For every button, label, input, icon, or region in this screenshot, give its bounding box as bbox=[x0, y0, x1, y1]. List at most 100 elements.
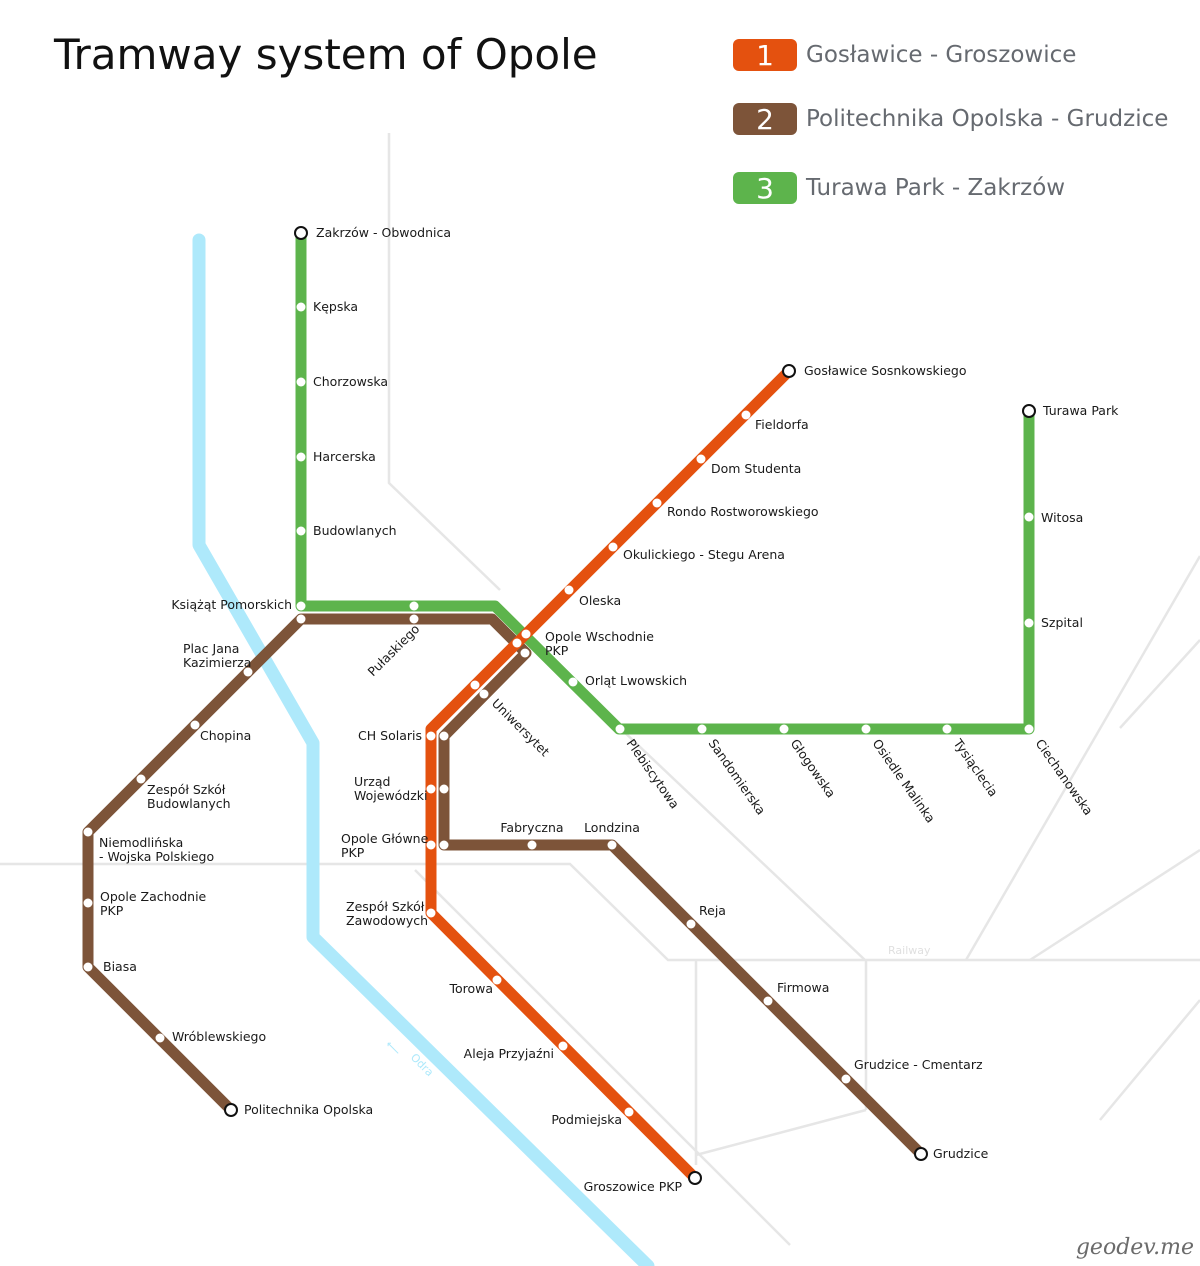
stop-label[interactable]: PKP bbox=[341, 845, 365, 860]
stop-marker[interactable] bbox=[426, 784, 436, 794]
stop-label[interactable]: Uniwersytet bbox=[489, 696, 553, 760]
stop-label[interactable]: Biasa bbox=[103, 959, 137, 974]
stop-label[interactable]: Chorzowska bbox=[313, 374, 388, 389]
stop-marker[interactable] bbox=[243, 667, 253, 677]
stop-marker[interactable] bbox=[296, 526, 306, 536]
stop-marker[interactable] bbox=[296, 377, 306, 387]
stop-label[interactable]: Londzina bbox=[584, 820, 640, 835]
stop-marker[interactable] bbox=[136, 774, 146, 784]
stop-label[interactable]: Zespół Szkół bbox=[147, 782, 226, 797]
stop-marker[interactable] bbox=[1024, 512, 1034, 522]
stop-label[interactable]: Budowlanych bbox=[313, 523, 397, 538]
stop-marker[interactable] bbox=[1024, 618, 1034, 628]
stop-label[interactable]: Ciechanowska bbox=[1033, 736, 1097, 818]
stop-label[interactable]: Harcerska bbox=[313, 449, 376, 464]
stop-label[interactable]: Zawodowych bbox=[346, 913, 428, 928]
stop-label[interactable]: Rondo Rostworowskiego bbox=[667, 504, 819, 519]
stop-label[interactable]: Chopina bbox=[200, 728, 251, 743]
stop-marker[interactable] bbox=[608, 542, 618, 552]
stop-label[interactable]: Oleska bbox=[579, 593, 621, 608]
stop-marker[interactable] bbox=[426, 731, 436, 741]
stop-marker[interactable] bbox=[1024, 724, 1034, 734]
stop-marker[interactable] bbox=[409, 614, 419, 624]
stop-label[interactable]: Fieldorfa bbox=[755, 417, 809, 432]
stop-marker[interactable] bbox=[426, 840, 436, 850]
stop-label[interactable]: Opole Zachodnie bbox=[100, 889, 207, 904]
stop-marker[interactable] bbox=[409, 601, 419, 611]
stop-label[interactable]: Książąt Pomorskich bbox=[171, 597, 292, 612]
stop-label[interactable]: Wróblewskiego bbox=[172, 1029, 266, 1044]
stop-label[interactable]: Plac Jana bbox=[183, 641, 239, 656]
stop-label[interactable]: PKP bbox=[545, 643, 569, 658]
stop-marker[interactable] bbox=[439, 840, 449, 850]
stop-marker[interactable] bbox=[439, 731, 449, 741]
stop-marker[interactable] bbox=[83, 898, 93, 908]
stop-marker[interactable] bbox=[190, 720, 200, 730]
stop-marker[interactable] bbox=[763, 996, 773, 1006]
stop-label[interactable]: Gosławice Sosnkowskiego bbox=[804, 363, 966, 378]
stop-marker[interactable] bbox=[741, 410, 751, 420]
stop-label[interactable]: Opole Wschodnie bbox=[545, 629, 654, 644]
stop-marker[interactable] bbox=[558, 1041, 568, 1051]
stop-label[interactable]: Podmiejska bbox=[551, 1112, 622, 1127]
terminus-marker[interactable] bbox=[294, 226, 308, 240]
stop-marker[interactable] bbox=[492, 975, 502, 985]
stop-marker[interactable] bbox=[841, 1074, 851, 1084]
stop-label[interactable]: - Wojska Polskiego bbox=[99, 849, 214, 864]
stop-marker[interactable] bbox=[83, 962, 93, 972]
terminus-marker[interactable] bbox=[914, 1147, 928, 1161]
stop-marker[interactable] bbox=[296, 601, 306, 611]
stop-marker[interactable] bbox=[696, 454, 706, 464]
stop-marker[interactable] bbox=[779, 724, 789, 734]
stop-label[interactable]: Grudzice bbox=[933, 1146, 989, 1161]
stop-marker[interactable] bbox=[861, 724, 871, 734]
stop-label[interactable]: Zakrzów - Obwodnica bbox=[316, 225, 451, 240]
stop-label[interactable]: Grudzice - Cmentarz bbox=[854, 1057, 983, 1072]
stop-label[interactable]: Fabryczna bbox=[500, 820, 563, 835]
stop-marker[interactable] bbox=[527, 840, 537, 850]
stop-marker[interactable] bbox=[520, 648, 530, 658]
stop-label[interactable]: Kępska bbox=[313, 299, 358, 314]
stop-label[interactable]: Reja bbox=[699, 903, 726, 918]
terminus-marker[interactable] bbox=[224, 1103, 238, 1117]
stop-label[interactable]: Torowa bbox=[448, 981, 493, 996]
stop-marker[interactable] bbox=[615, 724, 625, 734]
stop-marker[interactable] bbox=[564, 585, 574, 595]
stop-marker[interactable] bbox=[624, 1107, 634, 1117]
stop-marker[interactable] bbox=[296, 302, 306, 312]
stop-label[interactable]: Aleja Przyjaźni bbox=[464, 1046, 554, 1061]
stop-label[interactable]: PKP bbox=[100, 903, 124, 918]
stop-label[interactable]: Witosa bbox=[1041, 510, 1083, 525]
stop-label[interactable]: Budowlanych bbox=[147, 796, 231, 811]
stop-marker[interactable] bbox=[83, 827, 93, 837]
stop-label[interactable]: Dom Studenta bbox=[711, 461, 801, 476]
stop-marker[interactable] bbox=[296, 614, 306, 624]
stop-marker[interactable] bbox=[521, 629, 531, 639]
stop-marker[interactable] bbox=[652, 498, 662, 508]
stop-label[interactable]: CH Solaris bbox=[358, 728, 422, 743]
stop-label[interactable]: Tysiąclecia bbox=[950, 735, 1001, 799]
stop-marker[interactable] bbox=[607, 840, 617, 850]
stop-label[interactable]: Głogowska bbox=[788, 736, 839, 800]
stop-marker[interactable] bbox=[686, 919, 696, 929]
terminus-marker[interactable] bbox=[1022, 404, 1036, 418]
stop-label[interactable]: Niemodlińska bbox=[99, 835, 183, 850]
stop-marker[interactable] bbox=[470, 680, 480, 690]
terminus-marker[interactable] bbox=[688, 1171, 702, 1185]
stop-label[interactable]: Kazimierza bbox=[183, 655, 251, 670]
stop-label[interactable]: Sandomierska bbox=[706, 736, 769, 817]
stop-marker[interactable] bbox=[426, 908, 436, 918]
stop-label[interactable]: Groszowice PKP bbox=[584, 1179, 683, 1194]
stop-label[interactable]: Firmowa bbox=[777, 980, 829, 995]
stop-label[interactable]: Szpital bbox=[1041, 615, 1083, 630]
stop-label[interactable]: Wojewódzki bbox=[354, 788, 428, 803]
stop-marker[interactable] bbox=[697, 724, 707, 734]
stop-label[interactable]: Okulickiego - Stegu Arena bbox=[623, 547, 785, 562]
stop-label[interactable]: Urząd bbox=[354, 774, 390, 789]
stop-label[interactable]: Politechnika Opolska bbox=[244, 1102, 373, 1117]
stop-label[interactable]: Pułaskiego bbox=[365, 621, 423, 679]
stop-marker[interactable] bbox=[568, 677, 578, 687]
stop-label[interactable]: Turawa Park bbox=[1042, 403, 1119, 418]
stop-marker[interactable] bbox=[512, 638, 522, 648]
stop-marker[interactable] bbox=[155, 1033, 165, 1043]
